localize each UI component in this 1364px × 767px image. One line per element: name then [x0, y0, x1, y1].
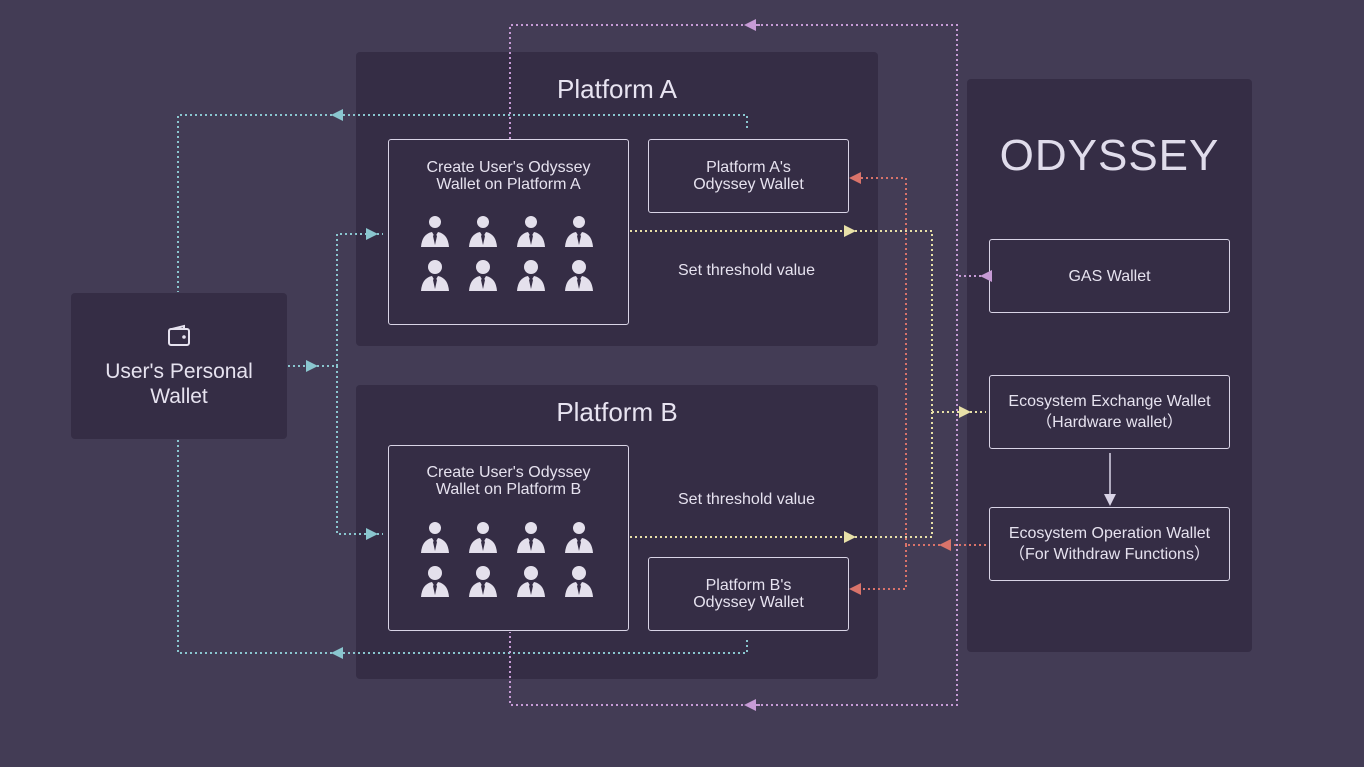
- platform-a-users-grid: [411, 214, 603, 302]
- exchange-wallet-line1: Ecosystem Exchange Wallet: [1008, 393, 1211, 410]
- platform-b-odyssey-wallet-box: Platform B's Odyssey Wallet: [648, 557, 849, 631]
- platform-b-wallet-line2: Odyssey Wallet: [693, 594, 804, 611]
- platform-a-wallet-line1: Platform A's: [706, 159, 791, 176]
- wallet-icon: [167, 324, 191, 353]
- user-with-tie-icon: [562, 214, 596, 258]
- platform-b-title: Platform B: [556, 397, 678, 427]
- platform-b-create-line1: Create User's Odyssey: [426, 464, 591, 481]
- user-with-tie-icon: [562, 520, 596, 564]
- ecosystem-exchange-wallet-box: Ecosystem Exchange Wallet （Hardware wall…: [989, 375, 1230, 449]
- platform-a-odyssey-wallet-box: Platform A's Odyssey Wallet: [648, 139, 849, 213]
- user-with-tie-icon: [514, 258, 548, 302]
- operation-wallet-line1: Ecosystem Operation Wallet: [1008, 525, 1211, 542]
- platform-b-create-line2: Wallet on Platform B: [435, 481, 582, 498]
- platform-b-wallet-line1: Platform B's: [705, 577, 792, 594]
- user-with-tie-icon: [466, 520, 500, 564]
- gas-wallet-box: GAS Wallet: [989, 239, 1230, 313]
- personal-wallet-label-line1: User's Personal: [105, 359, 253, 383]
- user-with-tie-icon: [466, 564, 500, 608]
- platform-b-users-grid: [411, 520, 603, 608]
- ecosystem-operation-wallet-box: Ecosystem Operation Wallet （For Withdraw…: [989, 507, 1230, 581]
- user-with-tie-icon: [418, 214, 452, 258]
- platform-b-threshold-text: Set threshold value: [678, 491, 815, 508]
- platform-a-create-wallet-box: Create User's Odyssey Wallet on Platform…: [388, 139, 629, 325]
- personal-wallet-panel: User's Personal Wallet: [71, 293, 287, 439]
- user-with-tie-icon: [562, 258, 596, 302]
- odyssey-title: ODYSSEY: [999, 131, 1220, 180]
- platform-a-wallet-line2: Odyssey Wallet: [693, 176, 804, 193]
- exchange-wallet-line2: （Hardware wallet）: [1036, 414, 1183, 431]
- personal-wallet-label-line2: Wallet: [150, 384, 208, 408]
- platform-a-create-line2: Wallet on Platform A: [436, 176, 581, 193]
- odyssey-panel: ODYSSEY: [967, 79, 1252, 652]
- user-with-tie-icon: [418, 520, 452, 564]
- user-with-tie-icon: [514, 520, 548, 564]
- user-with-tie-icon: [418, 258, 452, 302]
- user-with-tie-icon: [514, 564, 548, 608]
- platform-a-create-line1: Create User's Odyssey: [426, 159, 591, 176]
- user-with-tie-icon: [466, 258, 500, 302]
- platform-b-create-wallet-box: Create User's Odyssey Wallet on Platform…: [388, 445, 629, 631]
- platform-a-threshold-text: Set threshold value: [678, 262, 815, 279]
- platform-a-title: Platform A: [557, 74, 677, 104]
- operation-wallet-line2: （For Withdraw Functions）: [1009, 546, 1210, 563]
- user-with-tie-icon: [562, 564, 596, 608]
- user-with-tie-icon: [514, 214, 548, 258]
- user-with-tie-icon: [466, 214, 500, 258]
- user-with-tie-icon: [418, 564, 452, 608]
- gas-wallet-label: GAS Wallet: [1068, 267, 1151, 285]
